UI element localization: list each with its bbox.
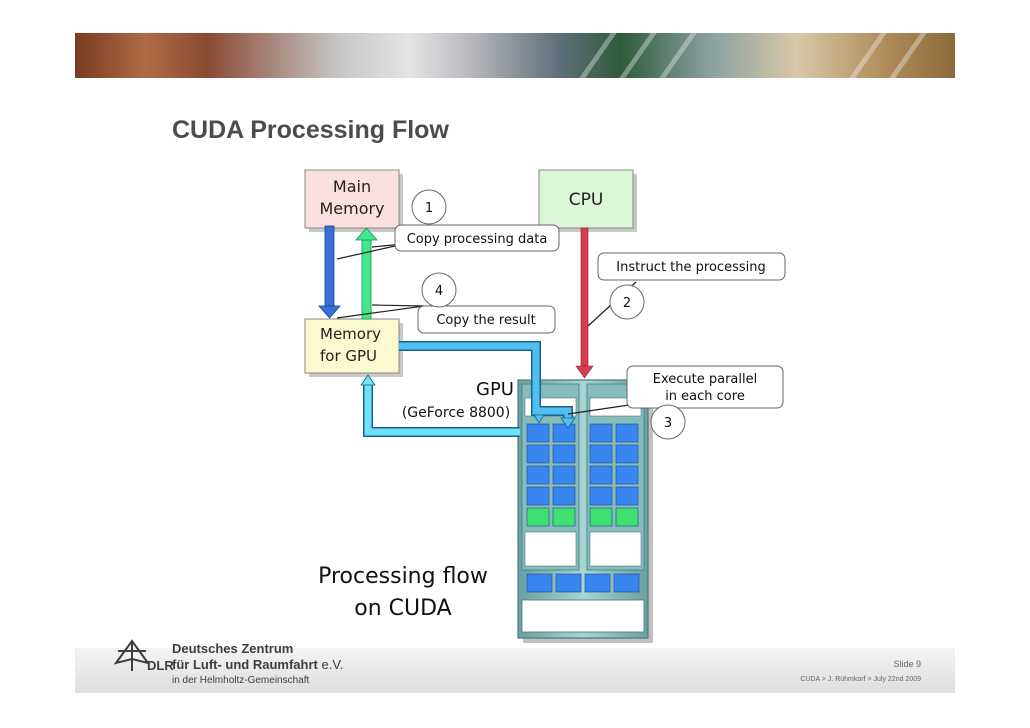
step-4-number: 4 bbox=[435, 284, 443, 299]
gpu-shared-cell bbox=[584, 573, 611, 593]
gpu-core bbox=[526, 486, 550, 506]
gpu-shared-row bbox=[526, 573, 640, 593]
slide-meta: CUDA > J. Rühmkorf > July 22nd 2009 bbox=[800, 676, 921, 683]
header-banner-image bbox=[75, 33, 955, 78]
caption-line-1: Processing flow bbox=[318, 564, 488, 589]
main-memory-label-2: Memory bbox=[319, 199, 384, 218]
main-memory-label-1: Main bbox=[333, 177, 371, 196]
gpu-block bbox=[517, 379, 653, 643]
step-1-label: Copy processing data bbox=[407, 232, 548, 247]
footer-bar bbox=[75, 648, 955, 693]
step-3-label-2: in each core bbox=[665, 389, 745, 404]
step-2-number: 2 bbox=[623, 296, 631, 311]
dlr-logo-icon bbox=[113, 639, 151, 671]
gpu-shared-cell bbox=[526, 573, 553, 593]
gpu-core bbox=[589, 423, 613, 443]
caption-line-2: on CUDA bbox=[354, 596, 451, 621]
step-1-number: 1 bbox=[425, 201, 433, 216]
step-3-label-1: Execute parallel bbox=[653, 372, 757, 387]
institution-name: für Luft- und Raumfahrt bbox=[172, 657, 318, 672]
copy-data-arrow bbox=[318, 225, 341, 319]
gpu-core bbox=[589, 486, 613, 506]
gpu-core bbox=[589, 507, 613, 527]
step-3-callout: Execute parallel in each core 3 bbox=[626, 365, 784, 440]
gpu-core bbox=[615, 465, 639, 485]
gpu-shared-cell bbox=[555, 573, 582, 593]
step-4-callout: Copy the result 4 bbox=[417, 272, 556, 334]
institution-line-2: für Luft- und Raumfahrt e.V. bbox=[172, 657, 343, 672]
copy-result-arrow bbox=[364, 384, 520, 436]
gpu-core bbox=[615, 486, 639, 506]
gpu-label: GPU bbox=[476, 379, 514, 400]
step-1-callout: Copy processing data 1 bbox=[394, 189, 560, 252]
gpu-core bbox=[589, 465, 613, 485]
gpu-core bbox=[552, 465, 576, 485]
gpu-core bbox=[615, 423, 639, 443]
gpu-core bbox=[615, 444, 639, 464]
gpu-core bbox=[552, 423, 576, 443]
gpu-core bbox=[526, 423, 550, 443]
step-3-number: 3 bbox=[664, 416, 672, 431]
cpu-box: CPU bbox=[538, 169, 637, 232]
gpu-cores-grid bbox=[526, 423, 639, 527]
gpu-core bbox=[589, 444, 613, 464]
step-2-callout: Instruct the processing 2 bbox=[597, 252, 786, 320]
gpu-memory-box: Memory for GPU bbox=[304, 318, 403, 377]
institution-line-1: Deutsches Zentrum bbox=[172, 641, 294, 656]
gpu-core bbox=[552, 444, 576, 464]
gpu-model-label: (GeForce 8800) bbox=[402, 405, 510, 421]
gpu-memory-label-1: Memory bbox=[320, 325, 381, 343]
main-memory-box: Main Memory bbox=[304, 169, 403, 232]
gpu-core bbox=[526, 444, 550, 464]
gpu-core bbox=[526, 507, 550, 527]
gpu-shared-cell bbox=[613, 573, 640, 593]
cpu-label: CPU bbox=[569, 190, 604, 210]
institution-suffix: e.V. bbox=[321, 657, 344, 672]
gpu-core bbox=[615, 507, 639, 527]
dlr-logo-text: DLR bbox=[147, 658, 174, 673]
step-4-label: Copy the result bbox=[436, 313, 535, 328]
institution-line-3: in der Helmholtz-Gemeinschaft bbox=[172, 675, 310, 686]
gpu-core bbox=[552, 507, 576, 527]
instruct-arrow bbox=[575, 227, 594, 379]
step-2-label: Instruct the processing bbox=[616, 260, 765, 275]
gpu-memory-label-2: for GPU bbox=[320, 347, 377, 365]
slide-number: Slide 9 bbox=[893, 659, 921, 669]
return-data-arrow bbox=[355, 227, 378, 320]
gpu-core bbox=[526, 465, 550, 485]
gpu-core bbox=[552, 486, 576, 506]
slide-title: CUDA Processing Flow bbox=[172, 116, 449, 144]
